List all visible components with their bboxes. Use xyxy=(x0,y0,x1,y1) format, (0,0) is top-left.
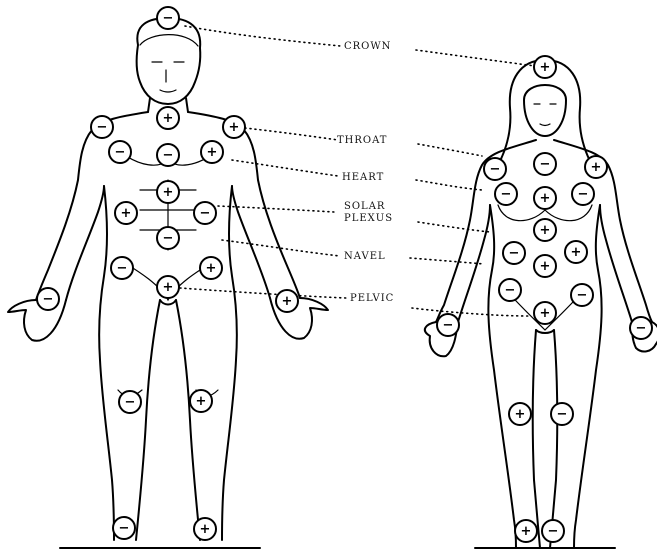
female-minus-pole-18: − xyxy=(551,403,573,425)
male-plus-pole-8: + xyxy=(157,181,179,203)
svg-text:+: + xyxy=(521,524,532,539)
svg-text:+: + xyxy=(540,191,551,206)
svg-text:+: + xyxy=(163,280,174,295)
male-plus-pole-2: + xyxy=(157,107,179,129)
male-plus-pole-7: + xyxy=(201,141,223,163)
female-minus-pole-12: − xyxy=(499,279,521,301)
svg-text:+: + xyxy=(540,259,551,274)
svg-text:−: − xyxy=(548,524,559,539)
svg-text:+: + xyxy=(282,294,293,309)
svg-text:−: − xyxy=(119,521,130,536)
male-plus-pole-14: + xyxy=(157,276,179,298)
female-minus-pole-9: − xyxy=(503,242,525,264)
male-plus-pole-4: + xyxy=(223,116,245,138)
female-plus-pole-4: + xyxy=(585,156,607,178)
svg-text:+: + xyxy=(121,206,132,221)
female-minus-pole-5: − xyxy=(495,183,517,205)
svg-text:+: + xyxy=(196,394,207,409)
male-minus-pole-6: − xyxy=(157,144,179,166)
svg-text:+: + xyxy=(571,245,582,260)
male-plus-pole-16: + xyxy=(276,290,298,312)
svg-text:−: − xyxy=(163,11,174,26)
male-minus-pole-5: − xyxy=(109,141,131,163)
svg-text:−: − xyxy=(578,187,589,202)
label-solar: SOLAR xyxy=(344,201,385,212)
svg-text:−: − xyxy=(636,321,647,336)
svg-text:+: + xyxy=(206,261,217,276)
svg-text:+: + xyxy=(163,111,174,126)
svg-text:−: − xyxy=(200,206,211,221)
svg-text:−: − xyxy=(557,407,568,422)
svg-text:−: − xyxy=(443,318,454,333)
svg-text:−: − xyxy=(577,288,588,303)
svg-text:+: + xyxy=(540,306,551,321)
female-minus-pole-16: − xyxy=(630,317,652,339)
label-plexus: PLEXUS xyxy=(344,213,393,224)
svg-text:+: + xyxy=(515,407,526,422)
label-crown: CROWN xyxy=(344,41,391,52)
female-plus-pole-8: + xyxy=(534,219,556,241)
svg-text:+: + xyxy=(229,120,240,135)
female-plus-pole-6: + xyxy=(534,187,556,209)
female-minus-pole-15: − xyxy=(437,314,459,336)
svg-text:−: − xyxy=(43,292,54,307)
female-plus-pole-17: + xyxy=(509,403,531,425)
svg-text:+: + xyxy=(591,160,602,175)
svg-text:−: − xyxy=(115,145,126,160)
male-plus-pole-18: + xyxy=(190,390,212,412)
female-minus-pole-20: − xyxy=(542,520,564,542)
female-plus-pole-10: + xyxy=(534,255,556,277)
svg-text:+: + xyxy=(163,185,174,200)
label-heart: HEART xyxy=(342,172,384,183)
svg-text:−: − xyxy=(490,162,501,177)
male-minus-pole-1: − xyxy=(157,7,179,29)
female-minus-pole-3: − xyxy=(534,153,556,175)
svg-text:−: − xyxy=(117,261,128,276)
male-plus-pole-9: + xyxy=(115,202,137,224)
svg-text:−: − xyxy=(163,148,174,163)
female-minus-pole-13: − xyxy=(571,284,593,306)
label-throat: THROAT xyxy=(337,135,387,146)
male-plus-pole-13: + xyxy=(200,257,222,279)
label-navel: NAVEL xyxy=(344,251,386,262)
female-pole-markers: +−−+−+−+−++−−+−−+−+− xyxy=(437,56,652,542)
svg-text:−: − xyxy=(509,246,520,261)
svg-text:−: − xyxy=(97,120,108,135)
male-minus-pole-10: − xyxy=(194,202,216,224)
male-minus-pole-3: − xyxy=(91,116,113,138)
female-plus-pole-11: + xyxy=(565,241,587,263)
female-minus-pole-2: − xyxy=(484,158,506,180)
svg-text:−: − xyxy=(125,395,136,410)
male-minus-pole-12: − xyxy=(111,257,133,279)
svg-text:−: − xyxy=(540,157,551,172)
female-plus-pole-1: + xyxy=(534,56,556,78)
female-plus-pole-19: + xyxy=(515,520,537,542)
svg-text:−: − xyxy=(501,187,512,202)
svg-text:+: + xyxy=(540,223,551,238)
male-minus-pole-17: − xyxy=(119,391,141,413)
svg-text:+: + xyxy=(540,60,551,75)
svg-text:−: − xyxy=(163,231,174,246)
male-plus-pole-20: + xyxy=(194,518,216,540)
label-pelvic: PELVIC xyxy=(350,293,394,304)
male-minus-pole-15: − xyxy=(37,288,59,310)
female-plus-pole-14: + xyxy=(534,302,556,324)
svg-text:+: + xyxy=(207,145,218,160)
svg-text:+: + xyxy=(200,522,211,537)
leader-lines xyxy=(180,26,535,316)
male-pole-markers: −+−+−−+++−−−++−+−+−+ xyxy=(37,7,298,540)
male-minus-pole-11: − xyxy=(157,227,179,249)
male-minus-pole-19: − xyxy=(113,517,135,539)
female-minus-pole-7: − xyxy=(572,183,594,205)
svg-text:−: − xyxy=(505,283,516,298)
